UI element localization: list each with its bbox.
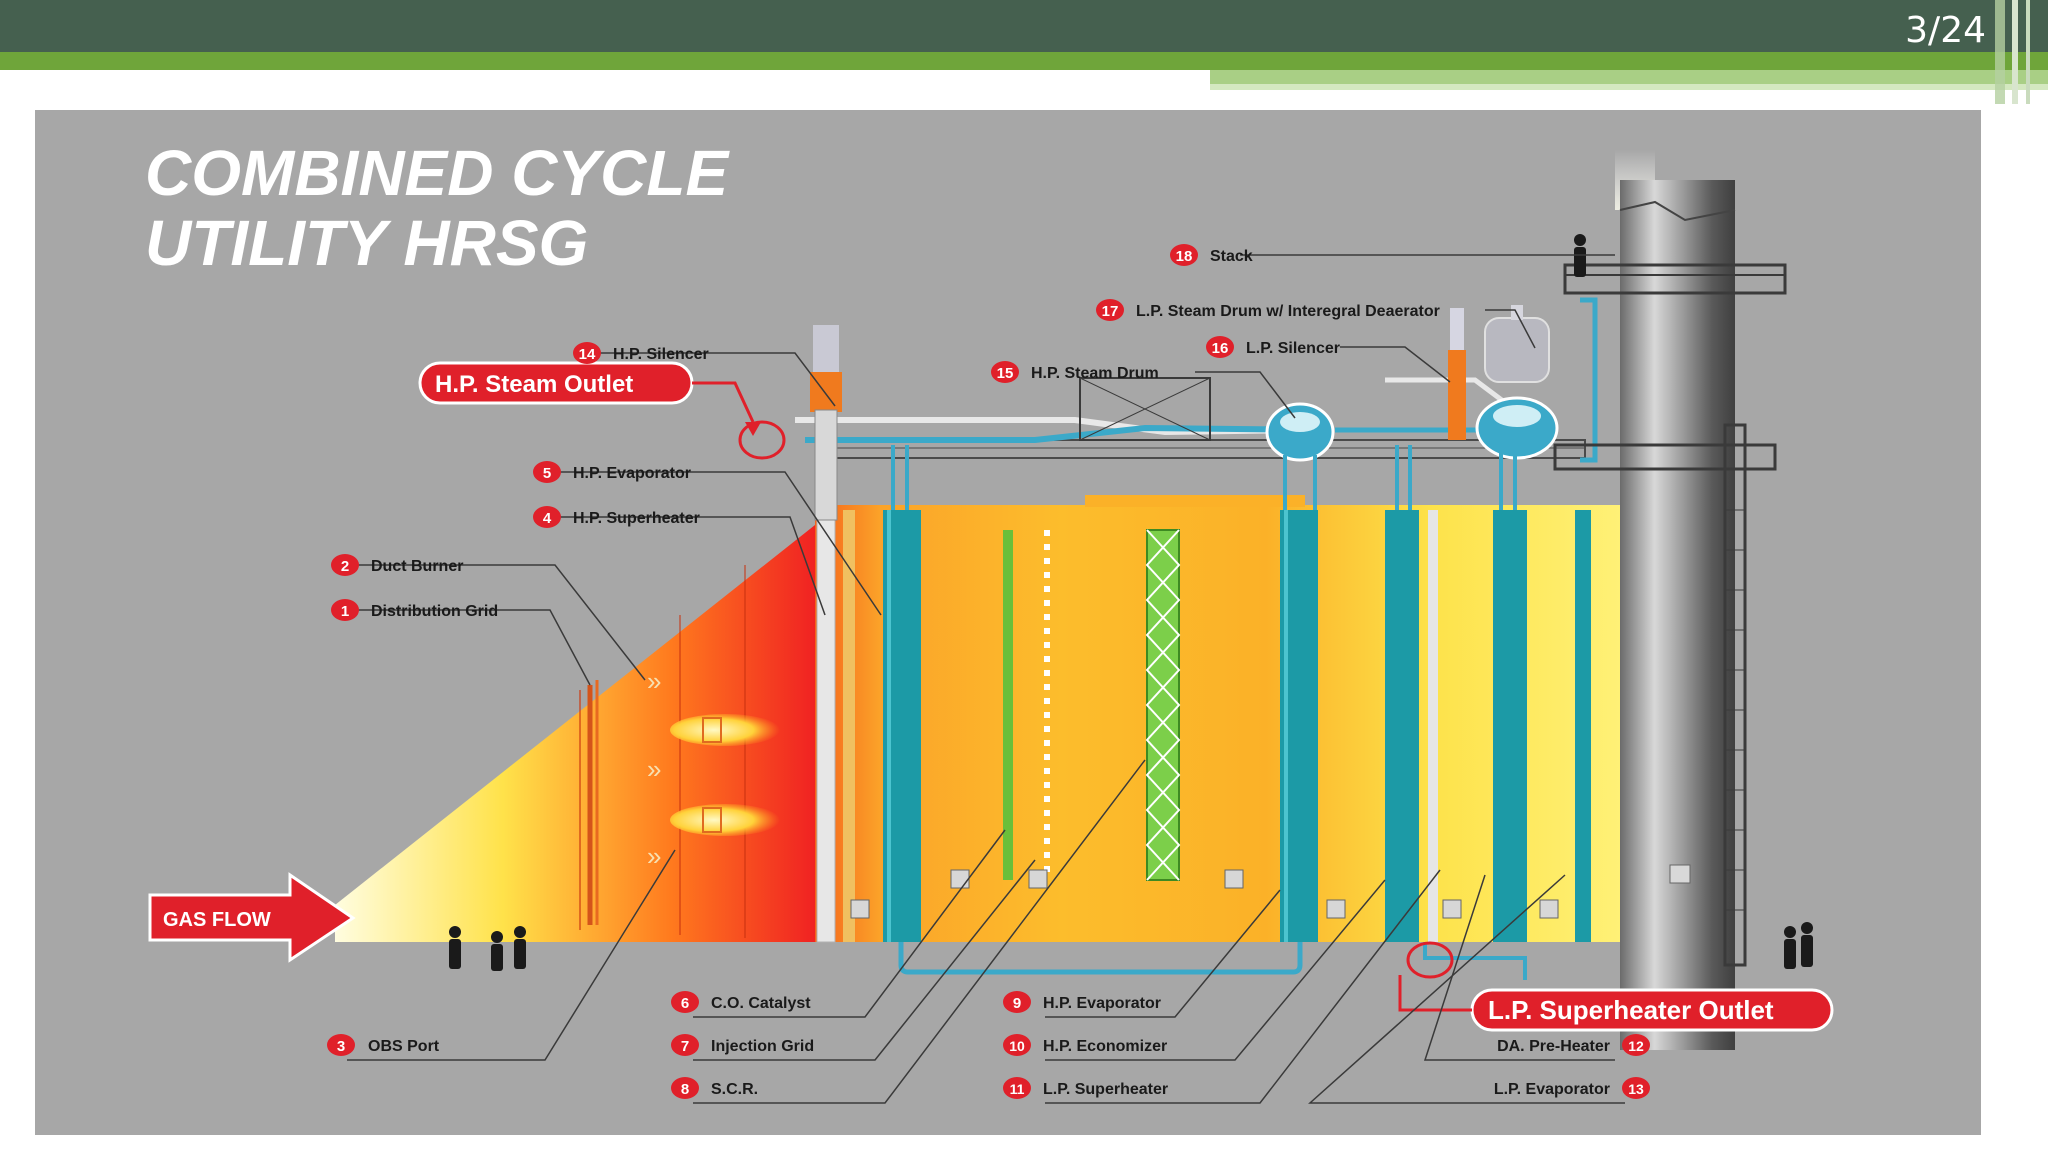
svg-text:L.P. Evaporator: L.P. Evaporator: [1494, 1081, 1610, 1098]
svg-text:»: »: [647, 841, 661, 871]
hp-steam-drum: [1265, 402, 1335, 510]
label-13: L.P. Evaporator 13: [1494, 1077, 1650, 1099]
svg-text:C.O. Catalyst: C.O. Catalyst: [711, 995, 811, 1012]
svg-text:DA. Pre-Heater: DA. Pre-Heater: [1497, 1038, 1610, 1055]
label-3: 3 OBS Port: [327, 1034, 440, 1056]
hp-superheater-bundle: [816, 509, 836, 943]
svg-text:4: 4: [543, 510, 552, 527]
label-15: 15 H.P. Steam Drum: [991, 361, 1159, 383]
svg-text:L.P. Steam Drum w/ Interegral: L.P. Steam Drum w/ Interegral Deaerator: [1136, 303, 1440, 320]
svg-text:16: 16: [1212, 340, 1229, 357]
inlet-transition-duct: [335, 525, 815, 942]
scr-module: [1145, 529, 1181, 881]
svg-text:H.P. Steam Drum: H.P. Steam Drum: [1031, 365, 1159, 382]
header-accent-stripe: [0, 52, 2048, 70]
lp-silencer: [1448, 308, 1466, 440]
svg-text:2: 2: [341, 558, 349, 575]
label-12: DA. Pre-Heater 12: [1497, 1034, 1650, 1056]
hp-steam-outlet-callout: H.P. Steam Outlet: [418, 361, 786, 460]
da-preheater-bundle: [1575, 510, 1591, 942]
lp-superheater-outlet-label: L.P. Superheater Outlet: [1488, 995, 1774, 1025]
hrsg-diagram: COMBINED CYCLE UTILITY HRSG » » »: [35, 110, 1981, 1135]
hp-economizer-bundle: [1385, 510, 1419, 942]
label-14: 14 H.P. Silencer: [573, 342, 709, 364]
svg-text:Injection Grid: Injection Grid: [711, 1038, 814, 1055]
label-11: 11 L.P. Superheater: [1003, 1077, 1168, 1099]
svg-text:14: 14: [579, 346, 596, 363]
svg-text:5: 5: [543, 465, 551, 482]
svg-text:L.P. Superheater: L.P. Superheater: [1043, 1081, 1168, 1098]
lp-superheater-bundle: [1493, 510, 1527, 942]
svg-text:10: 10: [1009, 1038, 1025, 1054]
hp-steam-outlet-label: H.P. Steam Outlet: [435, 371, 633, 398]
svg-text:H.P. Evaporator: H.P. Evaporator: [1043, 995, 1161, 1012]
svg-text:18: 18: [1176, 248, 1193, 265]
svg-text:8: 8: [681, 1081, 689, 1098]
header-bar: [0, 0, 2048, 52]
diagram-title-line1: COMBINED CYCLE: [145, 137, 730, 209]
upper-piping: [795, 297, 1598, 463]
svg-text:L.P. Silencer: L.P. Silencer: [1246, 340, 1340, 357]
leader-lines: [347, 254, 1625, 1104]
lp-superheater-outlet-callout: L.P. Superheater Outlet: [1398, 941, 1834, 1032]
label-17: 17 L.P. Steam Drum w/ Interegral Deaerat…: [1096, 299, 1440, 321]
gas-flow-label: GAS FLOW: [163, 909, 271, 931]
svg-text:Distribution Grid: Distribution Grid: [371, 603, 498, 620]
svg-text:»: »: [647, 754, 661, 784]
svg-text:6: 6: [681, 995, 689, 1012]
co-catalyst: [1003, 530, 1013, 880]
page-number: 3/24: [1905, 10, 1986, 51]
label-10: 10 H.P. Economizer: [1003, 1034, 1167, 1056]
duct-burner: » » »: [647, 666, 780, 871]
svg-text:Stack: Stack: [1210, 248, 1253, 265]
label-8: 8 S.C.R.: [671, 1077, 758, 1099]
label-2: 2 Duct Burner: [331, 554, 463, 576]
label-18: 18 Stack: [1170, 244, 1253, 266]
riser-pipes: [891, 445, 1517, 510]
label-1: 1 Distribution Grid: [331, 599, 498, 621]
distribution-grid: [587, 680, 599, 925]
svg-text:15: 15: [997, 365, 1014, 382]
svg-text:3: 3: [337, 1038, 345, 1055]
svg-text:11: 11: [1010, 1081, 1025, 1097]
svg-text:12: 12: [1628, 1038, 1644, 1054]
label-6: 6 C.O. Catalyst: [671, 991, 811, 1013]
svg-text:OBS Port: OBS Port: [368, 1038, 440, 1055]
label-7: 7 Injection Grid: [671, 1034, 814, 1056]
label-4: 4 H.P. Superheater: [533, 506, 700, 528]
lp-steam-drum: [1475, 305, 1559, 460]
diagram-title-line2: UTILITY HRSG: [145, 207, 588, 279]
svg-text:H.P. Economizer: H.P. Economizer: [1043, 1038, 1167, 1055]
label-9: 9 H.P. Evaporator: [1003, 991, 1161, 1013]
svg-text:S.C.R.: S.C.R.: [711, 1081, 758, 1098]
decor-stripe: [2012, 0, 2018, 104]
label-16: 16 L.P. Silencer: [1206, 336, 1340, 358]
svg-text:»: »: [647, 666, 661, 696]
svg-text:H.P. Superheater: H.P. Superheater: [573, 510, 700, 527]
header-light-stripe: [1210, 70, 2048, 84]
exhaust-stack: [1553, 150, 1787, 1050]
header-light-stripe-2: [1210, 84, 2048, 90]
label-5: 5 H.P. Evaporator: [533, 461, 691, 483]
decor-stripe: [2026, 0, 2030, 104]
access-door: [850, 869, 1559, 919]
hp-silencer: [810, 325, 842, 521]
svg-text:9: 9: [1013, 995, 1021, 1012]
gas-flow-arrow: GAS FLOW: [148, 872, 356, 963]
svg-text:Duct Burner: Duct Burner: [371, 558, 463, 575]
svg-text:H.P. Evaporator: H.P. Evaporator: [573, 465, 691, 482]
svg-text:13: 13: [1628, 1081, 1644, 1097]
svg-text:1: 1: [341, 603, 349, 620]
svg-text:H.P. Silencer: H.P. Silencer: [613, 346, 709, 363]
svg-text:7: 7: [681, 1038, 689, 1055]
svg-text:17: 17: [1102, 303, 1119, 320]
decor-stripe: [1995, 0, 2005, 104]
